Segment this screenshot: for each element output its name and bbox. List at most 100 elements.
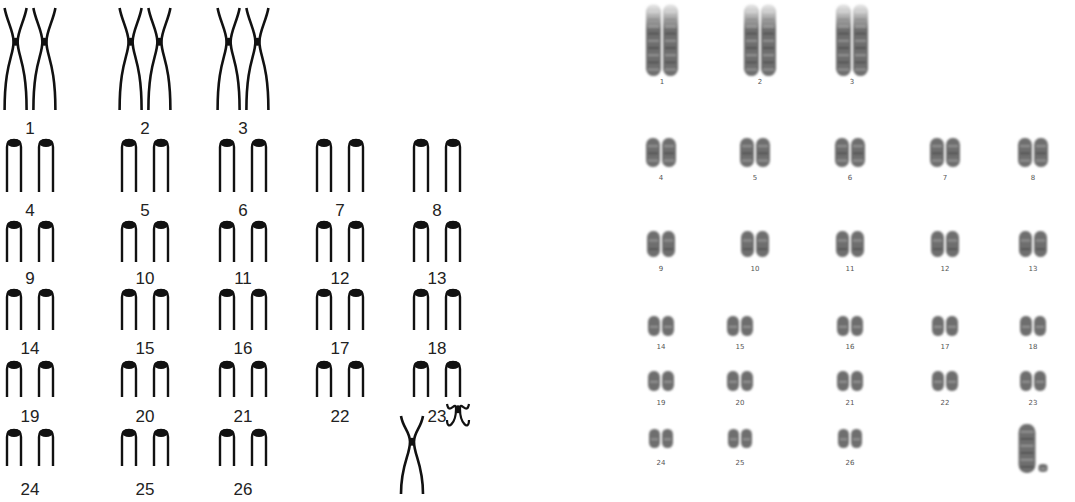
chromosome-band [1021, 438, 1034, 440]
chromatid [447, 404, 456, 425]
chromosome-number: 7 [335, 202, 344, 219]
chromosome-band [664, 160, 674, 162]
centromere [7, 139, 21, 147]
chromosome-band [664, 240, 673, 242]
chromosome-band [743, 240, 752, 242]
acrocentric-chromosome [154, 222, 168, 262]
chromosome-band [742, 153, 752, 155]
photo-fade [630, 0, 890, 30]
chromosome-photo [662, 316, 674, 336]
chromosome-band [729, 326, 737, 328]
centromere [349, 361, 363, 369]
chromosome-photo [946, 231, 959, 257]
chromosome-band [853, 326, 861, 328]
chromosome-photo [662, 138, 676, 167]
chromosome-photo [1039, 464, 1048, 472]
acrocentric-chromosome [39, 140, 53, 192]
acrocentric-chromosome [317, 362, 331, 397]
chromosome-band [1041, 468, 1046, 470]
centromere [446, 361, 460, 369]
centromere [122, 289, 136, 297]
acrocentric-chromosome [349, 362, 363, 397]
centromere [7, 289, 21, 297]
chromosome-number: 1 [660, 79, 664, 86]
chromosome-band [1022, 381, 1030, 383]
chromosome-photo [728, 429, 739, 448]
chromosome-number: 26 [846, 460, 855, 467]
centromere [128, 38, 134, 46]
chromosome-band [758, 240, 767, 242]
centromere [39, 429, 53, 437]
acrocentric-chromosome [220, 362, 234, 397]
centromere [252, 221, 266, 229]
chromatid [401, 416, 410, 494]
chromosome-band [648, 160, 658, 162]
acrocentric-chromosome [252, 222, 266, 262]
chromosome-band [664, 153, 674, 155]
chromosome-photo [931, 231, 944, 257]
acrocentric-chromosome [220, 222, 234, 262]
acrocentric-chromosome [39, 290, 53, 330]
chromosome-band [664, 381, 672, 383]
centromere [154, 361, 168, 369]
chromosome-band [934, 381, 942, 383]
chromosome-photo [727, 371, 739, 391]
chromosome-band [648, 62, 659, 64]
chromosome-photo [1020, 371, 1032, 391]
chromosome-photo [851, 371, 863, 391]
chromosome-band [648, 47, 659, 49]
centromere [7, 221, 21, 229]
chromosome-band [758, 145, 768, 147]
acrocentric-chromosome [154, 362, 168, 397]
chromosome-photo [851, 231, 864, 257]
chromosome-band [730, 439, 737, 441]
chromosome-band [855, 62, 866, 64]
chromosome-number: 20 [736, 400, 745, 407]
chromosome-photo [1019, 424, 1036, 473]
chromosome-band [648, 33, 659, 35]
chromosome-band [855, 54, 866, 56]
chromosome-band [649, 240, 658, 242]
acrocentric-chromosome [7, 430, 21, 466]
chromosome-number: 20 [136, 408, 155, 425]
centromere [414, 289, 428, 297]
chromosome-photo [1034, 371, 1046, 391]
acrocentric-chromosome [7, 140, 21, 192]
chromosome-photo [1019, 231, 1032, 257]
acrocentric-chromosome [349, 222, 363, 262]
acrocentric-chromosome [414, 140, 428, 192]
chromosome-band [933, 240, 942, 242]
acrocentric-chromosome [154, 290, 168, 330]
chromosome-band [743, 326, 751, 328]
chromosome-band [853, 240, 862, 242]
chromosome-band [1021, 466, 1034, 468]
chromosome-number: 4 [659, 175, 663, 182]
chromosome-band [742, 145, 752, 147]
chromosome-photo [649, 429, 660, 448]
chromosome-photo [662, 371, 674, 391]
chromatid [460, 404, 469, 425]
chromosome-band [853, 248, 862, 250]
chromatid [46, 8, 55, 110]
chromosome-band [746, 69, 757, 71]
centromere [220, 221, 234, 229]
centromere [226, 38, 232, 46]
chromosome-number: 21 [234, 408, 253, 425]
chromosome-band [838, 240, 847, 242]
chromosome-band [665, 47, 676, 49]
chromosome-band [1021, 452, 1034, 454]
acrocentric-chromosome [252, 140, 266, 192]
acrocentric-chromosome [446, 222, 460, 262]
chromosome-number: 7 [943, 175, 947, 182]
acrocentric-chromosome [446, 140, 460, 192]
chromosome-number: 13 [428, 270, 447, 287]
chromosome-band [1036, 240, 1045, 242]
chromosome-band [746, 40, 757, 42]
chromosome-band [729, 381, 737, 383]
chromatid [414, 416, 423, 494]
chromosome-band [933, 248, 942, 250]
centromere [39, 361, 53, 369]
chromosome-number: 10 [136, 270, 155, 287]
chromosome-band [838, 47, 849, 49]
chromosome-band [763, 62, 774, 64]
